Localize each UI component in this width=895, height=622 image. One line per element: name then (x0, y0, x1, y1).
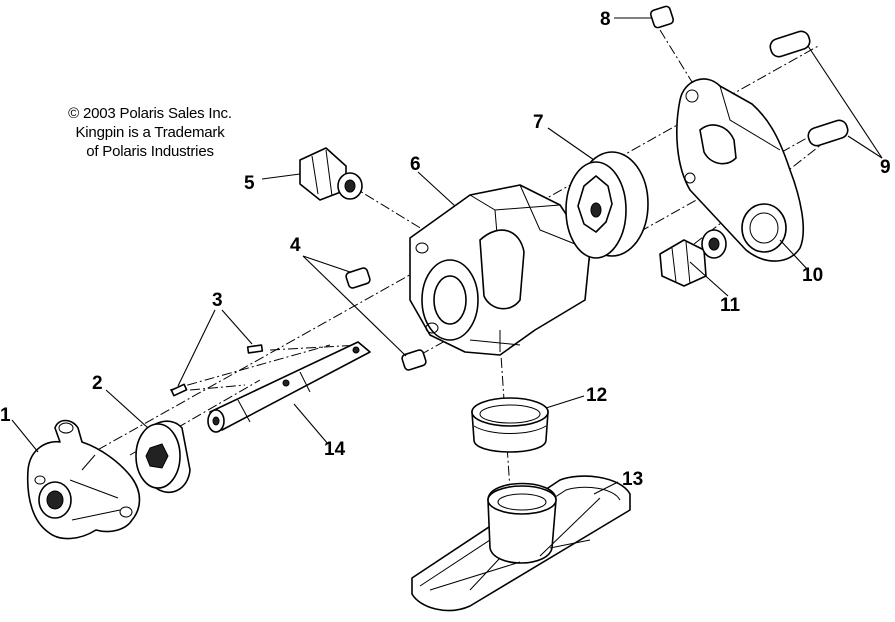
leader-12 (545, 395, 585, 409)
part-5-fitting (299, 147, 363, 201)
callout-10: 10 (802, 265, 824, 286)
leader-14 (293, 403, 329, 445)
leader-5 (261, 173, 301, 180)
part-14-drive-shaft (207, 341, 371, 433)
part-11-fitting (659, 229, 727, 287)
copyright-line-2: Kingpin is a Trademark (75, 124, 225, 141)
leader-10 (779, 239, 809, 271)
callout-7: 7 (533, 112, 544, 133)
leader-9b (847, 135, 883, 159)
leader-2 (105, 389, 149, 429)
part-3-pins (170, 344, 264, 397)
callout-1: 1 (0, 405, 11, 426)
leader-3a (221, 309, 253, 345)
copyright-line-1: © 2003 Polaris Sales Inc. (68, 105, 232, 122)
copyright-line-3: of Polaris Industries (86, 143, 214, 160)
callout-4: 4 (290, 235, 301, 256)
callout-5: 5 (244, 173, 255, 194)
leader-3b (177, 309, 216, 387)
part-12-seal-ring (471, 397, 549, 453)
part-7-rotor (565, 151, 649, 259)
leader-6 (417, 171, 456, 207)
callout-6: 6 (410, 154, 421, 175)
part-4-dowels (345, 267, 427, 371)
copyright-notice: © 2003 Polaris Sales Inc. Kingpin is a T… (30, 104, 270, 161)
leader-lines (11, 17, 883, 495)
callout-13: 13 (622, 469, 644, 490)
callout-12: 12 (586, 385, 608, 406)
leader-1 (11, 419, 39, 453)
leader-4b (302, 255, 407, 357)
part-2-outer-rotor (135, 420, 191, 494)
callout-14: 14 (324, 439, 346, 460)
leader-13 (593, 481, 619, 495)
part-8-plug (649, 5, 675, 29)
part-13-strainer (411, 475, 631, 612)
callout-9: 9 (880, 157, 891, 178)
part-9-pins (769, 30, 849, 147)
callout-3: 3 (212, 290, 223, 311)
callout-2: 2 (92, 373, 103, 394)
part-10-cover (676, 78, 805, 262)
callout-11: 11 (720, 295, 741, 316)
part-1-end-cover (26, 419, 141, 540)
part-6-pump-body (409, 184, 591, 356)
callout-8: 8 (600, 9, 611, 30)
leader-11 (689, 261, 729, 297)
leader-7 (547, 127, 595, 161)
leader-9a (807, 45, 883, 159)
leader-4a (302, 255, 351, 273)
